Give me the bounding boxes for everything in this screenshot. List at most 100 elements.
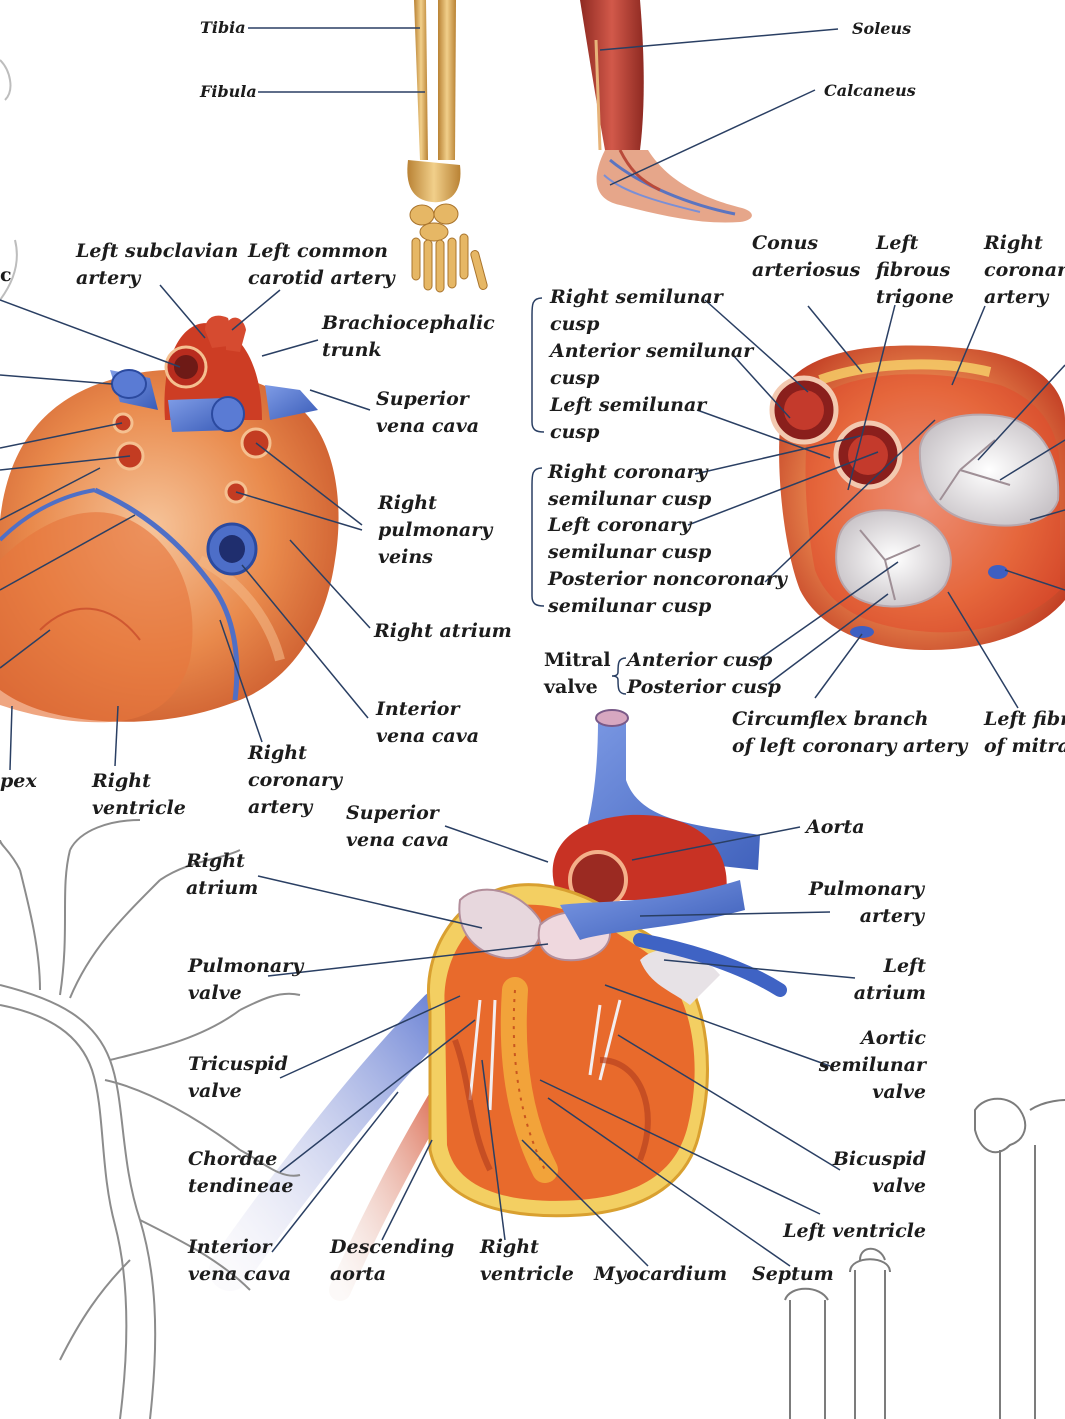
external-heart-illustration — [0, 315, 339, 723]
leader-left-semilunar — [696, 409, 831, 459]
leader-soleus — [599, 28, 839, 51]
leader-sec-myocardium — [521, 1139, 649, 1267]
label-left-subclavian-artery: Left subclavian artery — [76, 240, 239, 289]
label-section-bicuspid-valve: Bicuspid valve — [832, 1148, 926, 1197]
leader-sec-left-atrium — [663, 959, 856, 979]
label-section-pulmonary-valve: Pulmonary valve — [188, 955, 304, 1004]
label-right-coronary-semilunar-cusp: Right coronary semilunar cusp — [548, 461, 712, 510]
heart-valves-illustration — [769, 345, 1065, 650]
label-mitral-valve: Mitral valve — [544, 649, 611, 698]
label-interior-vena-cava: Interior vena cava — [376, 698, 480, 747]
leader-posterior-noncoronary — [764, 419, 936, 583]
label-section-right-atrium: Right atrium — [186, 850, 259, 899]
leader-sec-chordae — [279, 1019, 476, 1173]
leader-sec-aortic-valve — [604, 984, 831, 1067]
leader-v-right-1 — [977, 364, 1065, 461]
label-right-semilunar-cusp: Right semilunar cusp — [550, 286, 723, 335]
label-right-ventricle: Right ventricle — [92, 770, 186, 819]
leader-ext-left-6 — [0, 514, 136, 591]
label-right-coronary-artery: Right coronary artery — [248, 742, 343, 818]
label-fibula: Fibula — [200, 82, 257, 101]
label-section-aorta: Aorta — [806, 816, 865, 838]
leader-sec-tricuspid — [279, 995, 461, 1079]
muscle-leg-illustration — [580, 0, 752, 223]
leader-right-coronary-semilunar — [694, 435, 861, 475]
label-right-atrium: Right atrium — [374, 620, 512, 642]
leader-ext-left-7 — [0, 629, 51, 669]
label-circumflex-branch: Circumflex branch of left coronary arter… — [732, 708, 968, 757]
leader-brachiocephalic — [261, 339, 319, 357]
leader-sec-aorta — [631, 826, 801, 861]
leader-left-coronary-semilunar — [687, 451, 879, 526]
leader-sec-interior-vena-cava — [271, 1091, 399, 1253]
label-posterior-noncoronary-cusp: Posterior noncoronary semilunar cusp — [548, 568, 787, 617]
leader-sec-svc — [444, 825, 549, 863]
leader-sec-bicuspid — [617, 1034, 841, 1171]
leader-sec-right-atrium — [257, 875, 483, 929]
leader-posterior-cusp — [767, 593, 889, 685]
leader-right-atrium — [289, 539, 371, 629]
label-right-coronary-artery-valve: Right coronary artery — [984, 232, 1065, 308]
label-section-descending-aorta: Descending aorta — [330, 1236, 455, 1285]
label-left-fibrous-trigone: Left fibrous trigone — [876, 232, 954, 308]
leader-right-coronary — [219, 619, 263, 743]
label-superior-vena-cava: Superior vena cava — [376, 388, 480, 437]
label-tibia: Tibia — [200, 18, 246, 37]
leader-right-ventricle — [114, 705, 119, 767]
valve-brackets — [531, 297, 627, 695]
label-section-septum: Septum — [752, 1263, 834, 1285]
leader-v-right-4 — [1004, 569, 1065, 591]
label-section-myocardium: Myocardium — [594, 1263, 728, 1285]
label-left-common-carotid-artery: Left common carotid artery — [248, 240, 395, 289]
leader-left-common-carotid — [231, 289, 281, 331]
leader-apex — [9, 705, 13, 771]
leader-ext-left-1 — [0, 299, 181, 368]
leader-v-right-2 — [999, 439, 1065, 481]
leader-calcaneus — [609, 89, 816, 186]
label-section-superior-vena-cava: Superior vena cava — [346, 802, 450, 851]
leader-right-coronary-v — [951, 305, 986, 386]
leader-pulmonary-veins-2 — [235, 491, 363, 531]
leader-ext-left-3 — [0, 422, 123, 449]
label-section-left-atrium: Left atrium — [853, 955, 926, 1004]
label-partial-top: c — [0, 264, 12, 286]
label-apex: pex — [0, 770, 37, 792]
label-conus-arteriosus: Conus arteriosus — [752, 232, 861, 281]
label-left-coronary-semilunar-cusp: Left coronary semilunar cusp — [548, 514, 712, 563]
leader-sec-septum — [547, 1097, 791, 1267]
label-right-pulmonary-veins: Right pulmonary veins — [378, 492, 493, 568]
label-section-tricuspid-valve: Tricuspid valve — [188, 1053, 288, 1102]
label-posterior-cusp: Posterior cusp — [627, 676, 781, 698]
leader-sec-pulmonary-valve — [267, 943, 549, 977]
bronchi-sketch — [0, 59, 301, 1419]
label-section-left-ventricle: Left ventricle — [783, 1220, 926, 1242]
leader-v-right-3 — [1029, 509, 1065, 521]
leader-anterior-semilunar — [731, 353, 791, 419]
arm-bones-sketch — [784, 1097, 1065, 1419]
leader-circumflex — [814, 633, 863, 699]
label-anterior-cusp: Anterior cusp — [627, 649, 773, 671]
leader-right-semilunar — [704, 299, 809, 393]
leader-ext-left-4 — [0, 455, 131, 471]
leader-ext-left-2 — [0, 374, 113, 385]
leader-sec-descending-aorta — [381, 1139, 433, 1241]
label-anterior-semilunar-cusp: Anterior semilunar cusp — [550, 340, 754, 389]
leader-lines — [0, 27, 1065, 1267]
leader-sec-right-ventricle — [481, 1059, 506, 1241]
leader-left-subclavian — [159, 284, 206, 339]
label-section-pulmonary-artery: Pulmonary artery — [808, 878, 924, 927]
leader-left-fibrous-mitral — [947, 591, 1019, 709]
leader-ext-left-5 — [0, 467, 101, 521]
leader-interior-vena-cava — [241, 564, 369, 719]
label-section-chordae-tendineae: Chordae tendineae — [188, 1148, 294, 1197]
leader-sec-left-ventricle — [539, 1079, 821, 1215]
label-section-aortic-semilunar-valve: Aortic semilunar valve — [818, 1027, 926, 1103]
skeleton-leg-illustration — [407, 0, 488, 293]
leader-sec-pulmonary-artery — [639, 911, 831, 917]
label-section-right-ventricle: Right ventricle — [480, 1236, 574, 1285]
label-left-semilunar-cusp: Left semilunar cusp — [550, 394, 707, 443]
leader-conus — [807, 305, 863, 373]
leader-superior-vena-cava — [309, 389, 371, 411]
